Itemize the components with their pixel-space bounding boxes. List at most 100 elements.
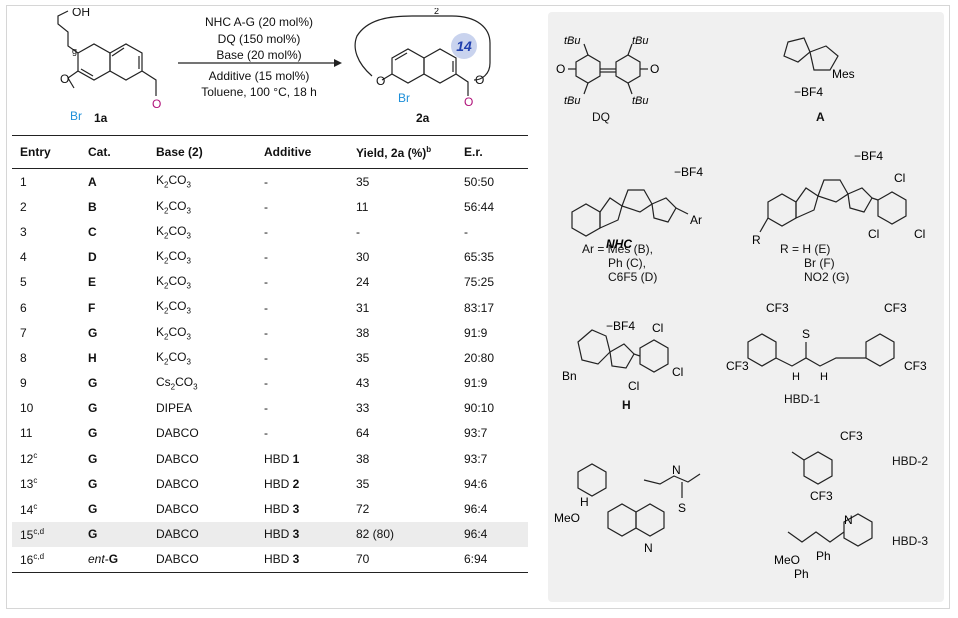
header-base: Base (2) — [148, 135, 256, 169]
left-panel: 14 OH g O O Br 1a O O O Br 2 2a NHC A-G … — [12, 8, 532, 608]
cell-yield: 70 — [348, 546, 456, 573]
thiourea-n: N — [672, 463, 681, 477]
cell-yield: 31 — [356, 300, 370, 315]
cell-additive: HBD 1 — [264, 451, 300, 466]
cell-cat: ent-G — [80, 546, 148, 573]
header-yield-sup: b — [426, 144, 432, 154]
efg-cl-3: Cl — [914, 227, 925, 241]
hbd1-label: HBD-1 — [784, 392, 821, 406]
header-er: E.r. — [456, 135, 528, 169]
cell-er: 93:7 — [464, 426, 488, 441]
cell-yield: 64 — [356, 426, 370, 441]
header-cat: Cat. — [80, 135, 148, 169]
quinoline-ring-2 — [635, 503, 665, 537]
cell-base: K2CO3 — [156, 274, 191, 291]
hbd1-cf3-4: CF3 — [904, 359, 927, 373]
dq-tbu-2: tBu — [632, 35, 649, 47]
scheme-drawing: 14 OH g O O Br 1a O O O Br 2 2a — [57, 8, 491, 125]
ring-size-badge — [451, 33, 477, 59]
dq-label: DQ — [592, 110, 610, 124]
cell-entry: 13c — [20, 476, 38, 492]
cell-base: K2CO3 — [156, 198, 191, 215]
cell-base: DABCO — [148, 546, 256, 573]
efg-cyclopentane — [795, 187, 819, 219]
cell-er: 91:9 — [464, 376, 488, 391]
hbd1-cf3-2: CF3 — [884, 301, 907, 315]
nhc-legend: Ar = Mes (B), Ph (C), C6F5 (D) — [582, 242, 657, 284]
hbd3-label: HBD-3 — [892, 534, 929, 548]
figure-frame — [6, 5, 950, 609]
thiourea-s: S — [678, 501, 686, 515]
cell-entry: 6 — [20, 300, 27, 315]
cell-cat: G — [80, 521, 148, 547]
hbd3-ph-1: Ph — [816, 549, 831, 563]
cell-additive: - — [264, 325, 268, 340]
hbd2-label: HBD-2 — [892, 454, 929, 468]
cell-base: DABCO — [156, 426, 199, 441]
h-aryl — [639, 339, 669, 373]
substrate-g: g — [72, 46, 77, 56]
product-ring-2 — [423, 48, 457, 84]
cell-base: K2CO3 — [156, 299, 191, 316]
ring-size-text: 14 — [456, 38, 472, 54]
product-carbonyl-o: O — [464, 95, 473, 109]
efg-cl-1: Cl — [894, 171, 905, 185]
efg-morpholine — [817, 179, 849, 203]
cell-yield: 33 — [356, 401, 370, 416]
dq-o-1: O — [556, 62, 565, 76]
cell-base: K2CO3 — [156, 248, 191, 266]
header-entry: Entry — [12, 135, 80, 169]
cell-cat: G — [88, 401, 98, 416]
cell-additive: HBD 3 — [256, 546, 348, 573]
efg-counterion: −BF4 — [854, 149, 883, 163]
substrate-label: 1a — [94, 111, 108, 125]
cell-cat: G — [88, 325, 98, 340]
substrate-oh: OH — [72, 8, 90, 19]
cell-yield: 82 (80) — [348, 521, 456, 547]
header-yield-text: Yield, 2a (%) — [356, 145, 427, 160]
a-mes: Mes — [832, 67, 855, 81]
reaction-conditions: NHC A-G (20 mol%) DQ (150 mol%) Base (20… — [174, 14, 344, 101]
a-pyrrolidine — [783, 37, 811, 63]
a-label: A — [816, 110, 825, 124]
hbd2-aryl — [803, 451, 833, 485]
dq-o-2: O — [650, 62, 659, 76]
product-chain-subscript: 2 — [434, 8, 439, 16]
cell-entry: 14c — [20, 501, 38, 517]
cell-entry: 8 — [20, 350, 27, 365]
dq-tbu-3: tBu — [564, 95, 581, 107]
efg-triazolium — [847, 187, 873, 213]
product-br: Br — [398, 91, 410, 105]
substrate-aldehyde-o: O — [152, 97, 161, 111]
cinchona-bicycle — [577, 463, 607, 497]
hbd1-nh-1: H — [792, 371, 800, 383]
cell-yield: 35 — [356, 350, 370, 365]
cond-line-4: Additive (15 mol%) — [208, 68, 310, 83]
cell-additive: - — [264, 426, 268, 441]
cell-entry: 9 — [20, 376, 27, 391]
cell-cat: H — [88, 350, 97, 365]
h-cl-3: Cl — [672, 365, 683, 379]
cell-yield: 35 — [356, 174, 370, 189]
hbd1-aryl-right — [865, 333, 895, 367]
hbd2-cf3-1: CF3 — [840, 429, 863, 443]
nhc-triazolium — [651, 197, 677, 223]
cell-cat: A — [88, 174, 97, 189]
cell-cat: F — [88, 300, 96, 315]
cell-er: 50:50 — [464, 174, 495, 189]
h-oxazine — [577, 329, 611, 365]
cell-base: DIPEA — [156, 401, 193, 416]
substrate-ring-1 — [77, 43, 111, 81]
cell-er: 90:10 — [464, 401, 495, 416]
cell-yield: 35 — [356, 476, 370, 491]
efg-legend-3: NO2 (G) — [804, 270, 850, 284]
cell-entry: 2 — [20, 199, 27, 214]
cell-additive: - — [264, 275, 268, 290]
